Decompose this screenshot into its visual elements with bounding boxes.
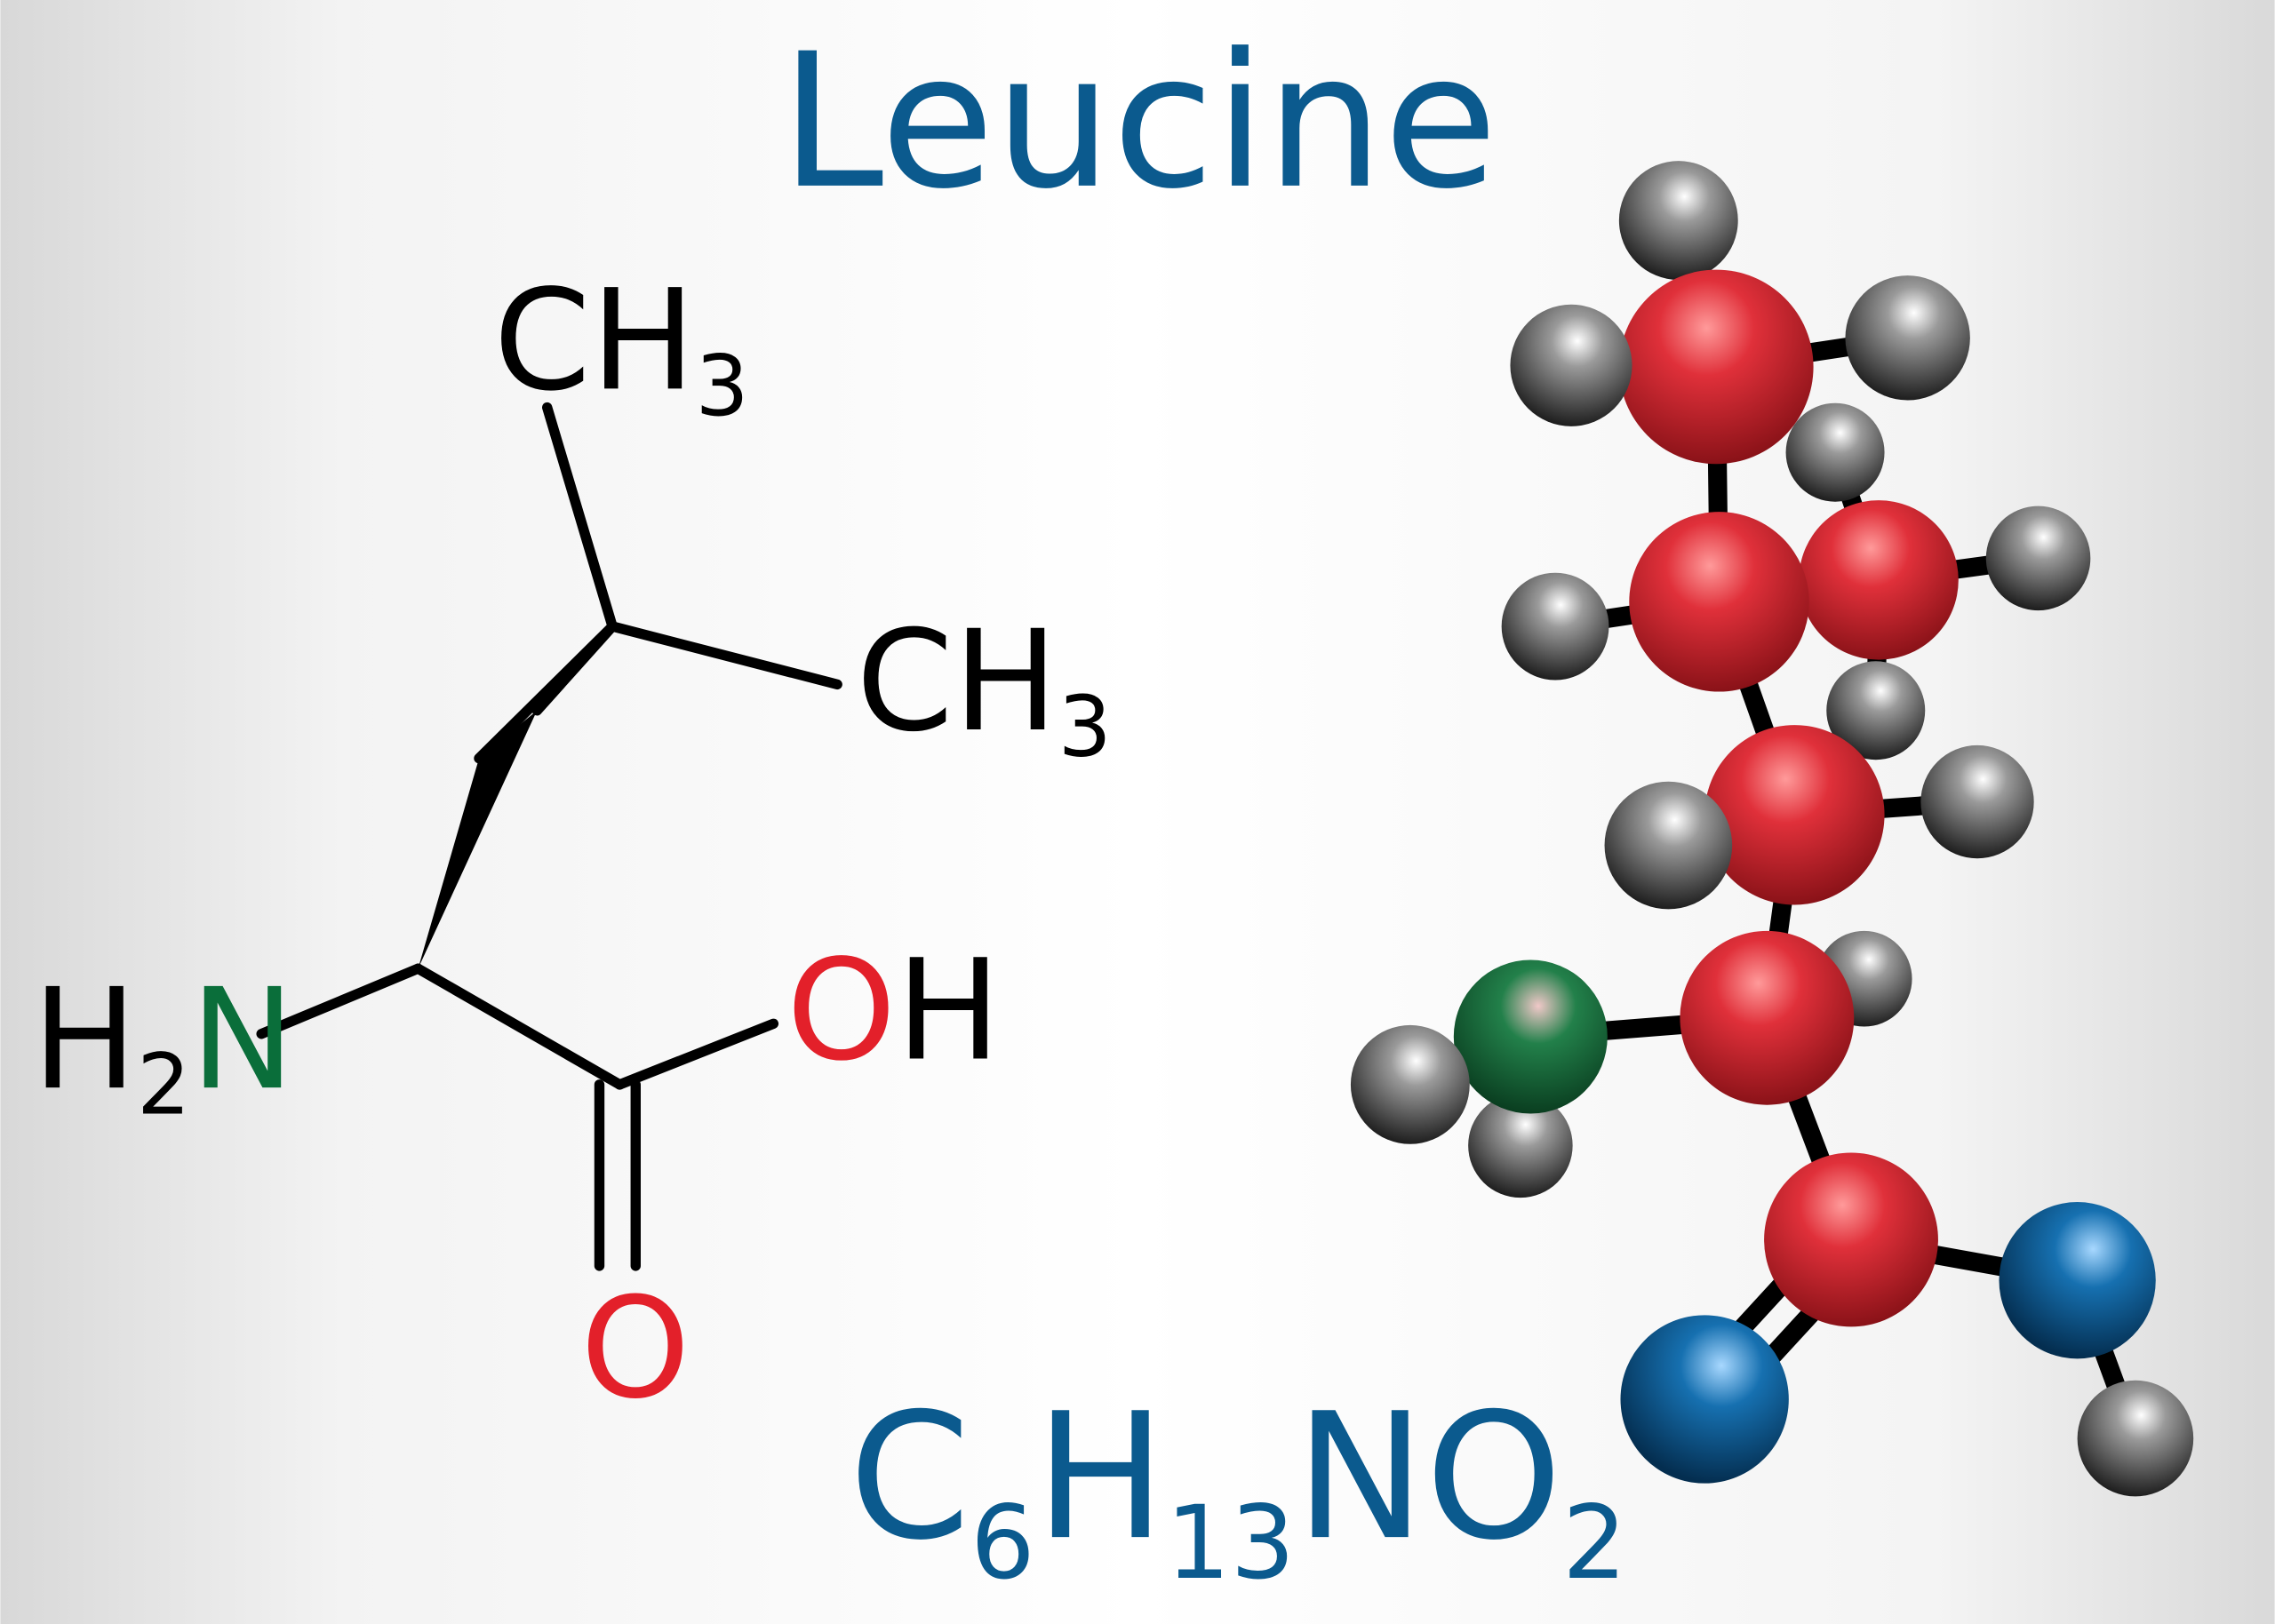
ball-and-stick-model (1350, 161, 2194, 1497)
nitrogen-atom-n (1453, 959, 1608, 1114)
carbon-atom-c5 (1680, 930, 1855, 1105)
stereo-wedge (418, 710, 538, 969)
hydroxyl-label: OH (786, 929, 1001, 1091)
hydrogen-atom-h5 (1985, 506, 2091, 611)
hydrogen-atom-h6 (1501, 572, 1609, 681)
hydrogen-atom-h8 (1604, 781, 1733, 910)
hydrogen-atom-h2 (1510, 304, 1632, 426)
carbon-atom-c1 (1618, 269, 1814, 465)
hydrogen-atom-h12 (1468, 1093, 1573, 1198)
molecular-formula: C6H13NO2 (849, 1376, 1626, 1602)
oxygen-atom-o2 (1999, 1202, 2156, 1359)
hydrogen-atom-h4 (1785, 402, 1885, 502)
oxygen-atom-o1 (1620, 1315, 1789, 1484)
hydrogen-atom-h9 (1920, 744, 2034, 859)
hydrogen-atom-h3 (1845, 275, 1970, 401)
title: Leucine (780, 14, 1497, 230)
carbon-atom-c2 (1629, 512, 1809, 692)
carbon-atom-c4 (1704, 725, 1885, 905)
skeletal-formula: CH3 CH3 H2N OH O (32, 259, 1112, 1429)
hydrogen-atom-h1 (1618, 161, 1738, 281)
hydrogen-atom-h11 (1350, 1024, 1470, 1144)
hydrogen-atom-h7 (1826, 661, 1926, 760)
hydrogen-atom-h13 (2077, 1380, 2194, 1497)
carbon-atom-c6 (1764, 1152, 1938, 1327)
amine-label: H2N (32, 959, 294, 1134)
carbon-atom-c3 (1799, 500, 1959, 660)
carbonyl-oxygen-label: O (580, 1268, 690, 1429)
ch3-top-label: CH3 (493, 259, 748, 434)
ch3-right-label: CH3 (856, 601, 1111, 776)
